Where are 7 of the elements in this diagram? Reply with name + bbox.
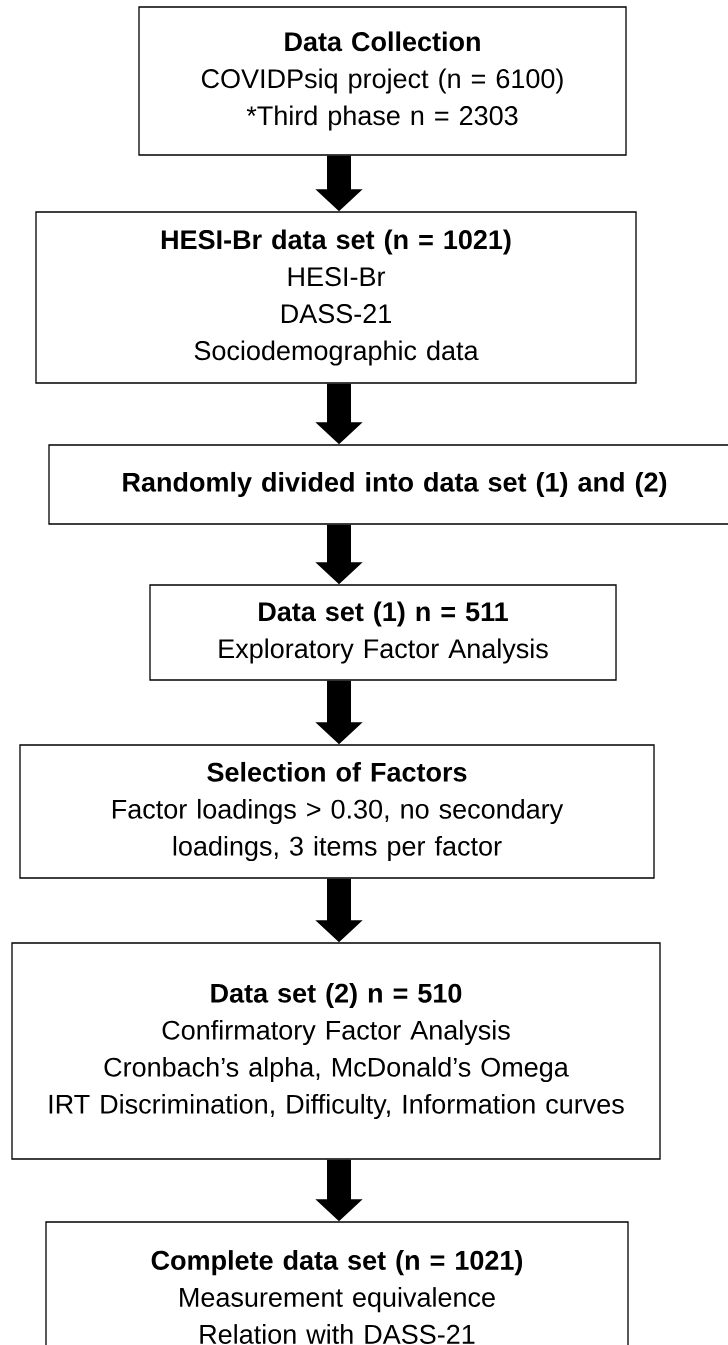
process-box: HESI-Br data set (n = 1021) HESI-Br DASS-21 Sociodemographic data [35,211,637,384]
process-box: Randomly divided into data set (1) and (2) [48,444,728,525]
process-box: Data Collection COVIDPsiq project (n = 6100) *Third phase n = 2303 [138,6,627,156]
process-box: Data set (1) n = 511 Exploratory Factor Analysis [149,584,617,681]
process-box: Data set (2) n = 510 Confirmatory Factor Analysis Cronbach’s alpha, McDonald’s Omega IRT Discrimination, Difficulty, Information curves [11,942,661,1160]
process-box: Selection of Factors Factor loadings > 0.30, no secondary loadings, 3 items per factor [19,744,655,879]
process-box: Complete data set (n = 1021) Measurement equivalence Relation with DASS-21 [45,1221,629,1345]
